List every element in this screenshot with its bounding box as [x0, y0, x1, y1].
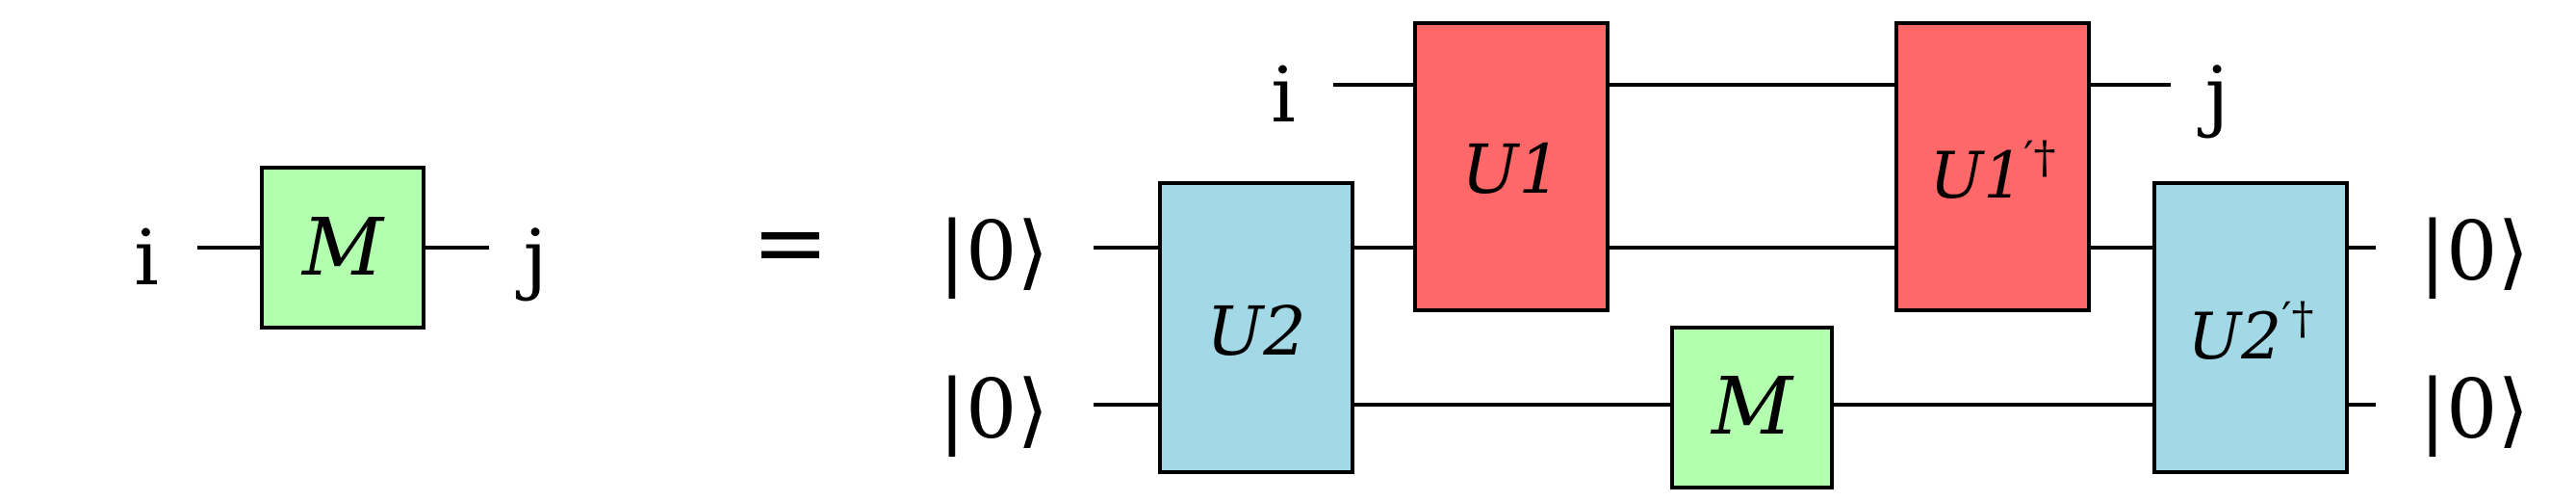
gate-m-label: M [1710, 361, 1794, 453]
gate-u1-label: U1 [1461, 130, 1561, 209]
rhs-top-output-label: j [2198, 50, 2229, 140]
gate-u2 [1158, 181, 1354, 474]
ket-out-2: |0⟩ [2419, 362, 2530, 457]
gate-u2-dagger [2152, 181, 2349, 474]
gate-u2-dagger-label: U2′† [2187, 292, 2313, 374]
gate-u1-dagger-base: U1 [1929, 139, 2023, 213]
rhs-circuit: i j |0⟩ |0⟩ |0⟩ |0⟩ U2 U1 M U1′† U2′† [939, 21, 2530, 489]
gate-u2-dagger-sup: ′† [2281, 292, 2313, 344]
lhs-input-label: i [134, 213, 159, 303]
lhs-circuit: i M j [134, 166, 548, 330]
ket-in-1: |0⟩ [939, 204, 1049, 299]
gate-u1-dagger-sup: ′† [2023, 131, 2055, 183]
equals-sign: = [752, 189, 829, 297]
ket-in-2: |0⟩ [939, 362, 1049, 457]
lhs-gate-m-label: M [300, 202, 385, 294]
gate-u1-dagger-label: U1′† [1929, 131, 2055, 213]
gate-u2-label: U2 [1206, 292, 1306, 371]
gate-m [1670, 326, 1834, 489]
gate-u1-dagger [1894, 21, 2091, 312]
rhs-top-input-label: i [1271, 50, 1296, 140]
ket-out-1: |0⟩ [2419, 204, 2530, 299]
lhs-output-label: j [516, 213, 548, 303]
gate-u1 [1413, 21, 1610, 312]
gate-u2-dagger-base: U2 [2187, 300, 2281, 374]
